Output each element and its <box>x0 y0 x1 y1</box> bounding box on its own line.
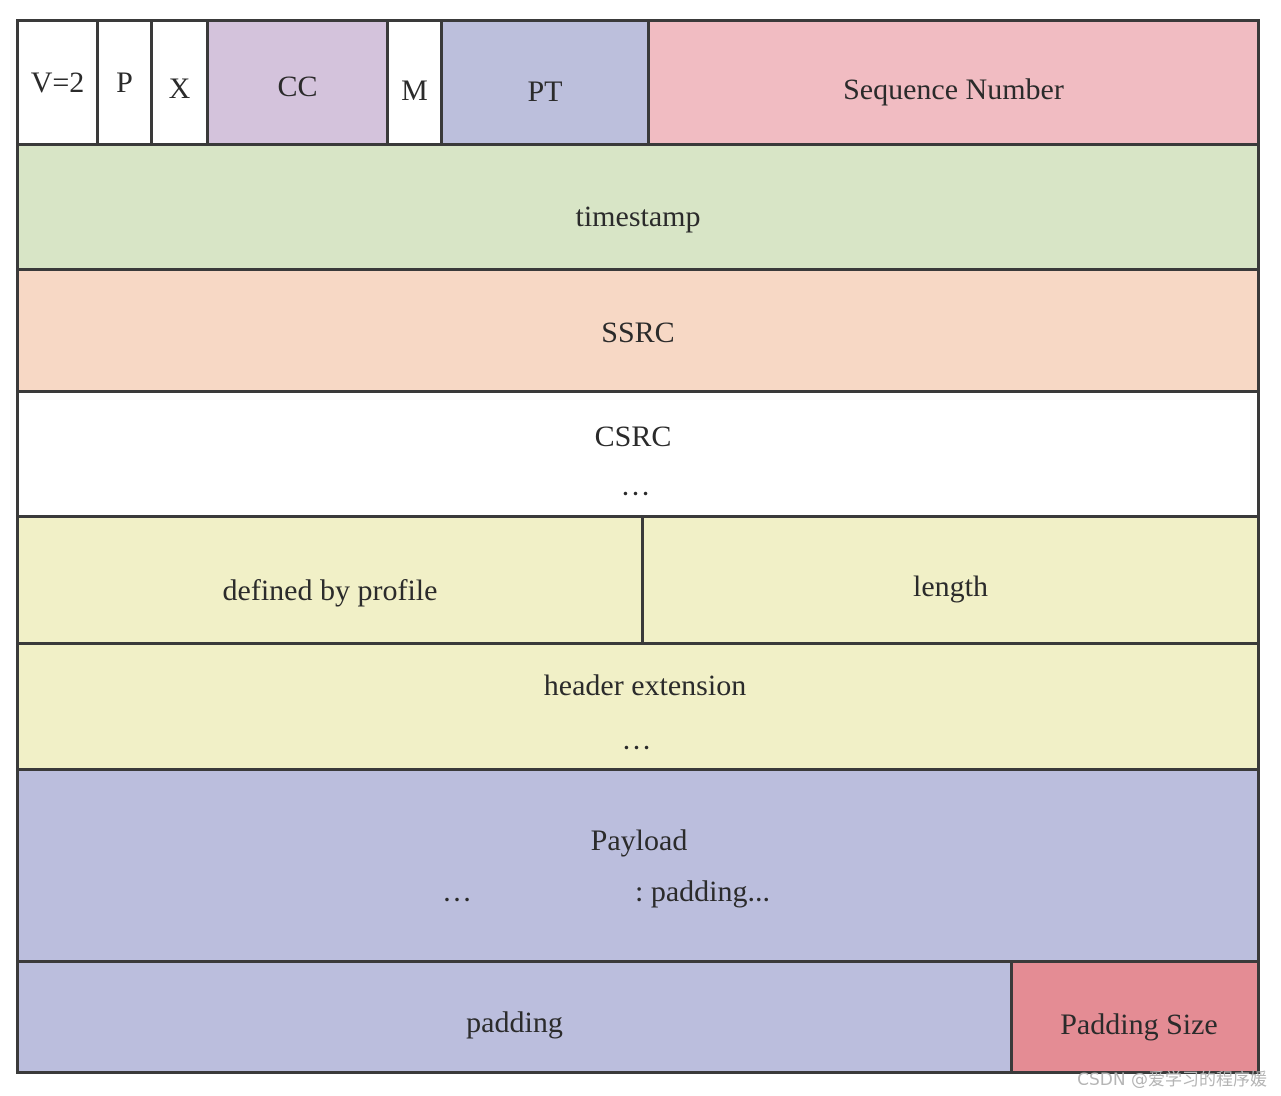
field-padding-flag-label: P <box>116 66 133 99</box>
field-padding-size: Padding Size <box>1010 960 1260 1074</box>
field-version-label: V=2 <box>30 66 85 99</box>
field-header-extension-ellipsis: … <box>621 723 652 756</box>
field-csrc-label: CSRC <box>594 420 672 453</box>
field-defined-by-profile-label: defined by profile <box>222 574 438 607</box>
field-csrc: CSRC … <box>16 390 1260 518</box>
field-extension-length-label: length <box>913 570 988 603</box>
field-timestamp: timestamp <box>16 143 1260 271</box>
field-payload: Payload … : padding... <box>16 768 1260 963</box>
field-marker: M <box>386 19 443 146</box>
field-padding-size-label: Padding Size <box>1060 1008 1218 1041</box>
field-extension-flag: X <box>150 19 209 146</box>
field-padding: padding <box>16 960 1013 1074</box>
field-payload-type-label: PT <box>527 75 563 108</box>
field-sequence-number-label: Sequence Number <box>843 73 1064 106</box>
field-padding-flag: P <box>96 19 153 146</box>
field-defined-by-profile: defined by profile <box>16 515 644 645</box>
field-ssrc-label: SSRC <box>601 316 675 349</box>
field-header-extension-label: header extension <box>543 669 747 702</box>
field-version: V=2 <box>16 19 99 146</box>
field-payload-label: Payload <box>590 824 688 857</box>
watermark: CSDN @爱学习的程序媛 <box>1077 1070 1267 1090</box>
field-timestamp-label: timestamp <box>575 200 701 233</box>
field-csrc-count-label: CC <box>277 70 318 103</box>
field-csrc-count: CC <box>206 19 389 146</box>
field-sequence-number: Sequence Number <box>647 19 1260 146</box>
field-extension-length: length <box>641 515 1260 645</box>
field-marker-label: M <box>401 74 428 107</box>
field-ssrc: SSRC <box>16 268 1260 393</box>
field-payload-padding-note: : padding... <box>635 875 770 908</box>
field-extension-flag-label: X <box>168 72 191 105</box>
field-padding-label: padding <box>466 1006 563 1039</box>
field-header-extension: header extension … <box>16 642 1260 771</box>
field-csrc-ellipsis: … <box>620 469 651 502</box>
field-payload-ellipsis: … <box>442 875 472 908</box>
field-payload-type: PT <box>440 19 650 146</box>
